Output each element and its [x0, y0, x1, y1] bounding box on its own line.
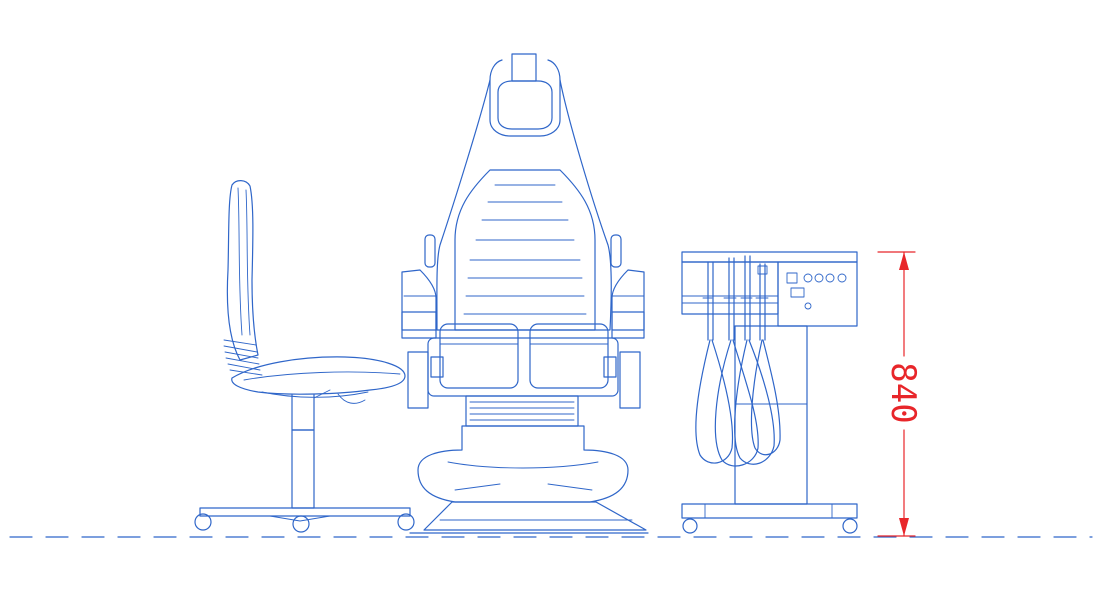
height-dimension: 840 [877, 251, 923, 537]
instrument-cart [681, 251, 858, 534]
patient-chair [401, 53, 649, 534]
height-dimension-label: 840 [883, 362, 923, 423]
operator-stool [194, 180, 415, 533]
